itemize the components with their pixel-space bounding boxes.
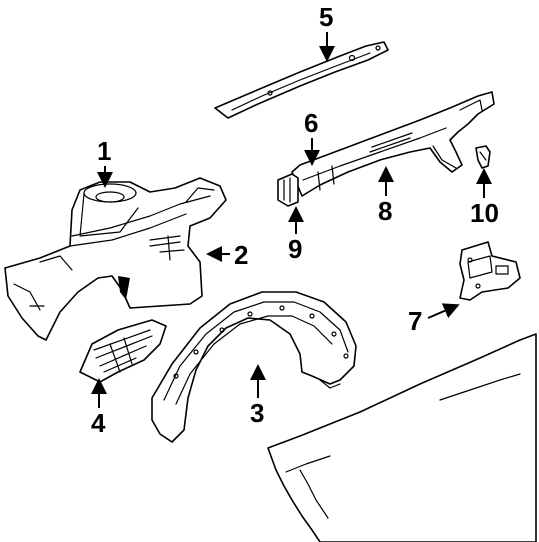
callout-4: 4 <box>91 408 106 438</box>
callout-5: 5 <box>319 2 333 32</box>
part-9-end-bracket <box>277 173 299 207</box>
callout-1: 1 <box>97 136 111 166</box>
callout-2: 2 <box>234 240 248 270</box>
callout-8: 8 <box>378 196 392 226</box>
callout-7: 7 <box>408 306 422 336</box>
fender-outline <box>267 333 537 542</box>
callout-3: 3 <box>250 398 264 428</box>
part-8-apron-rail <box>291 91 495 197</box>
leader-lines <box>91 32 492 408</box>
leader-7 <box>427 303 460 319</box>
part-3-wheel-liner <box>151 291 357 443</box>
part-4-shield <box>79 319 167 383</box>
part-5-upper-rail <box>214 41 389 119</box>
part-10-clip <box>475 145 491 169</box>
callout-6: 6 <box>304 108 318 138</box>
part-7-side-bracket <box>459 241 521 301</box>
frame-shock-tower <box>4 177 227 341</box>
callout-10: 10 <box>470 198 499 228</box>
callout-9: 9 <box>288 234 302 264</box>
callout-labels: 1 2 3 4 5 6 7 8 9 10 <box>91 2 499 438</box>
